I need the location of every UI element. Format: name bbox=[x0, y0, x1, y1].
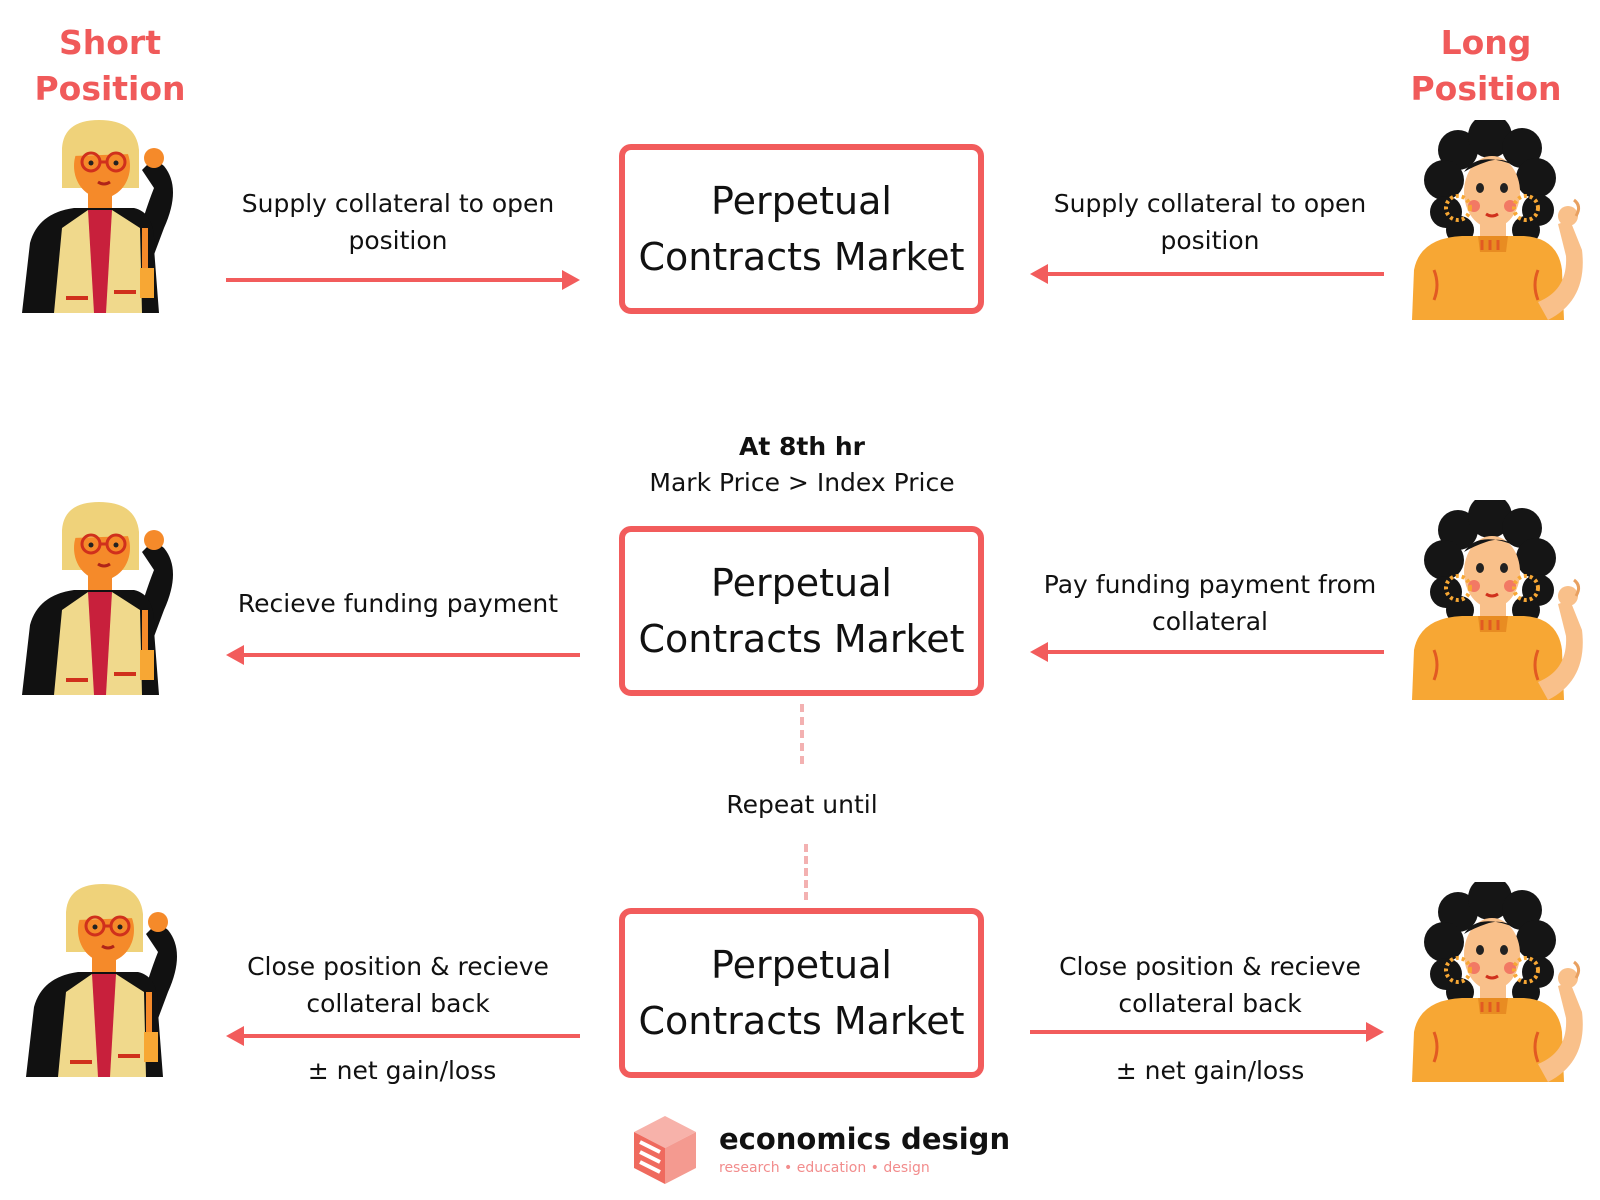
short-title-line2: Position bbox=[34, 69, 186, 108]
short-person-illustration-row3 bbox=[18, 882, 218, 1082]
row3-right-arrow bbox=[1030, 1020, 1390, 1044]
row1-left-label-line1: Supply collateral to open bbox=[241, 189, 555, 218]
short-person-icon bbox=[18, 882, 218, 1082]
row1-right-label-line1: Supply collateral to open bbox=[1053, 189, 1367, 218]
row3-right-label-line2: collateral back bbox=[1118, 989, 1302, 1018]
row3-left-label-line2: collateral back bbox=[306, 989, 490, 1018]
row2-condition: Mark Price > Index Price bbox=[649, 468, 955, 497]
market-box-row3-line2: Contracts Market bbox=[638, 999, 965, 1043]
long-person-icon bbox=[1398, 882, 1598, 1082]
row1-right-label: Supply collateral to open position bbox=[1030, 185, 1390, 259]
long-person-illustration-row3 bbox=[1398, 882, 1598, 1082]
long-title-line1: Long bbox=[1440, 23, 1532, 62]
repeat-connector-top bbox=[800, 704, 804, 764]
market-box-row1: Perpetual Contracts Market bbox=[619, 144, 984, 314]
row3-left-label-line1: Close position & recieve bbox=[247, 952, 549, 981]
repeat-label: Repeat until bbox=[726, 790, 878, 819]
row3-right-note: ± net gain/loss bbox=[1115, 1056, 1305, 1085]
market-box-row1-line2: Contracts Market bbox=[638, 235, 965, 279]
repeat-connector-bottom bbox=[804, 844, 808, 900]
row2-left-label: Recieve funding payment bbox=[237, 589, 559, 618]
row2-right-label-line2: collateral bbox=[1152, 607, 1268, 636]
arrow-right-icon bbox=[1030, 1022, 1384, 1042]
row2-right-label: Pay funding payment from collateral bbox=[1030, 566, 1390, 640]
arrow-left-icon bbox=[1030, 642, 1384, 662]
row3-left-label: Close position & recieve collateral back bbox=[222, 948, 574, 1022]
long-position-title: Long Position bbox=[1386, 20, 1586, 112]
long-title-line2: Position bbox=[1410, 69, 1562, 108]
brand-logo bbox=[630, 1112, 700, 1192]
row1-right-label-line2: position bbox=[1160, 226, 1260, 255]
long-person-illustration-row1 bbox=[1398, 120, 1598, 320]
row3-right-label-line1: Close position & recieve bbox=[1059, 952, 1361, 981]
short-person-icon bbox=[14, 500, 214, 700]
arrow-left-icon bbox=[226, 645, 580, 665]
long-person-icon bbox=[1398, 120, 1598, 320]
arrow-left-icon bbox=[226, 1026, 580, 1046]
row2-right-arrow bbox=[1028, 640, 1388, 664]
short-position-title: Short Position bbox=[10, 20, 210, 112]
row1-left-arrow bbox=[226, 268, 586, 292]
market-box-row1-line1: Perpetual bbox=[711, 179, 892, 223]
market-box-row2-line2: Contracts Market bbox=[638, 617, 965, 661]
row2-left-arrow bbox=[224, 643, 584, 667]
market-box-row3-line1: Perpetual bbox=[711, 943, 892, 987]
cube-logo-icon bbox=[634, 1116, 696, 1184]
long-person-illustration-row2 bbox=[1398, 500, 1598, 700]
short-title-line1: Short bbox=[59, 23, 161, 62]
row3-left-note: ± net gain/loss bbox=[307, 1056, 497, 1085]
market-box-row3: Perpetual Contracts Market bbox=[619, 908, 984, 1078]
market-box-row2-line1: Perpetual bbox=[711, 561, 892, 605]
brand-name: economics design bbox=[719, 1122, 1011, 1156]
long-person-icon bbox=[1398, 500, 1598, 700]
arrow-right-icon bbox=[226, 270, 580, 290]
row3-right-label: Close position & recieve collateral back bbox=[1030, 948, 1390, 1022]
short-person-icon bbox=[14, 118, 214, 318]
short-person-illustration-row1 bbox=[14, 118, 214, 318]
arrow-left-icon bbox=[1030, 264, 1384, 284]
market-box-row2: Perpetual Contracts Market bbox=[619, 526, 984, 696]
row3-left-arrow bbox=[224, 1024, 584, 1048]
row2-right-label-line1: Pay funding payment from bbox=[1043, 570, 1377, 599]
row1-right-arrow bbox=[1028, 262, 1388, 286]
brand-tagline: research • education • design bbox=[719, 1160, 930, 1176]
short-person-illustration-row2 bbox=[14, 500, 214, 700]
row1-left-label-line2: position bbox=[348, 226, 448, 255]
row2-heading: At 8th hr bbox=[739, 432, 865, 461]
row1-left-label: Supply collateral to open position bbox=[222, 185, 574, 259]
